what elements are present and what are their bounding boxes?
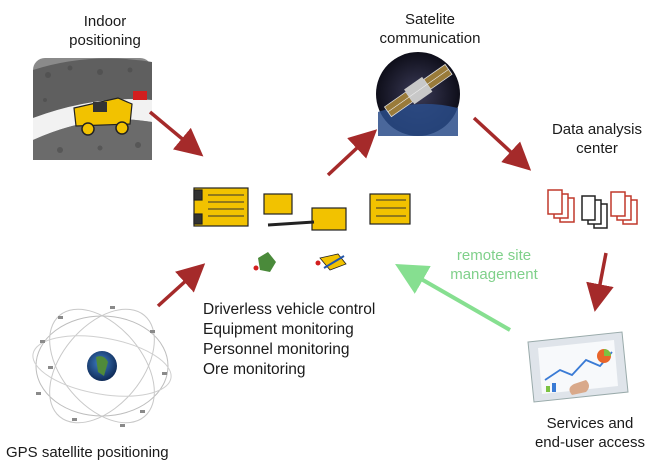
vehicle-fleet-icon <box>193 187 411 272</box>
gps-globe-icon <box>32 306 172 427</box>
function-item: Personnel monitoring <box>203 341 350 358</box>
label-gps-satellite-positioning: GPS satellite positioning <box>6 444 169 461</box>
satellite-icon <box>376 52 460 136</box>
green-arrow <box>395 264 511 332</box>
function-item: Equipment monitoring <box>203 321 354 338</box>
dashboard-tablet-icon <box>527 331 629 403</box>
function-item: Driverless vehicle control <box>203 301 376 318</box>
server-rack-icon <box>547 189 638 229</box>
dump-truck-icon <box>73 97 133 136</box>
function-item: Ore monitoring <box>203 361 306 378</box>
function-list: Driverless vehicle control Equipment mon… <box>203 300 375 380</box>
red-arrows <box>148 110 614 312</box>
